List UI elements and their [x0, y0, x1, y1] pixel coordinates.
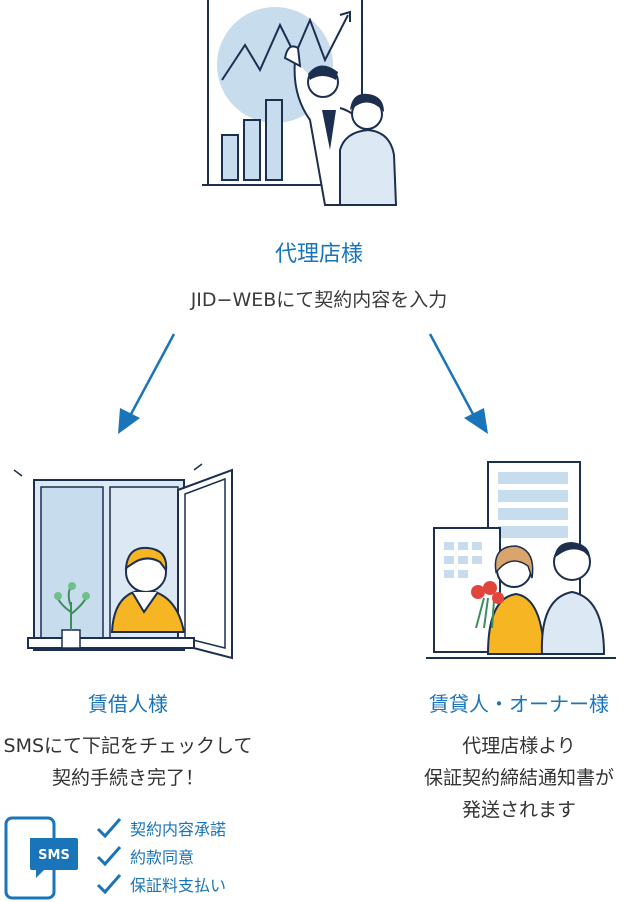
owner-title: 賃貸人・オーナー様: [429, 692, 609, 716]
checklist-item: 約款同意: [96, 842, 226, 870]
arrow-right-icon: [428, 333, 488, 434]
owner-illustration: [426, 461, 616, 659]
checklist-label: 契約内容承諾: [130, 820, 227, 839]
tenant-title: 賃借人様: [88, 692, 168, 716]
arrow-left-icon: [118, 333, 176, 434]
agency-title: 代理店様: [274, 242, 363, 267]
checklist-item: 保証料支払い: [96, 870, 226, 898]
owner-line: 発送されます: [461, 799, 576, 821]
checkmark-icon: [96, 874, 122, 895]
tenant-checklist: 契約内容承諾 約款同意 保証料支払い: [96, 814, 226, 898]
checklist-item: 契約内容承諾: [96, 814, 226, 842]
sms-phone-icon: SMS: [4, 816, 78, 900]
checklist-label: 約款同意: [130, 848, 195, 867]
tenant-description: SMSにて下記をチェックして 契約手続き完了！: [0, 730, 256, 794]
agency-illustration: [202, 0, 398, 206]
tenant-line: 契約手続き完了！: [51, 767, 204, 789]
owner-line: 保証契約締結通知書が: [423, 767, 614, 789]
checklist-label: 保証料支払い: [130, 876, 227, 895]
owner-line: 代理店様より: [462, 735, 576, 757]
owner-description: 代理店様より 保証契約締結通知書が 発送されます: [400, 730, 638, 826]
tenant-illustration: [13, 463, 233, 660]
sms-label: SMS: [38, 848, 70, 863]
checkmark-icon: [96, 818, 122, 839]
agency-subtitle: JID−WEBにて契約内容を入力: [190, 289, 448, 311]
checkmark-icon: [96, 846, 122, 867]
tenant-line: SMSにて下記をチェックして: [3, 735, 253, 757]
